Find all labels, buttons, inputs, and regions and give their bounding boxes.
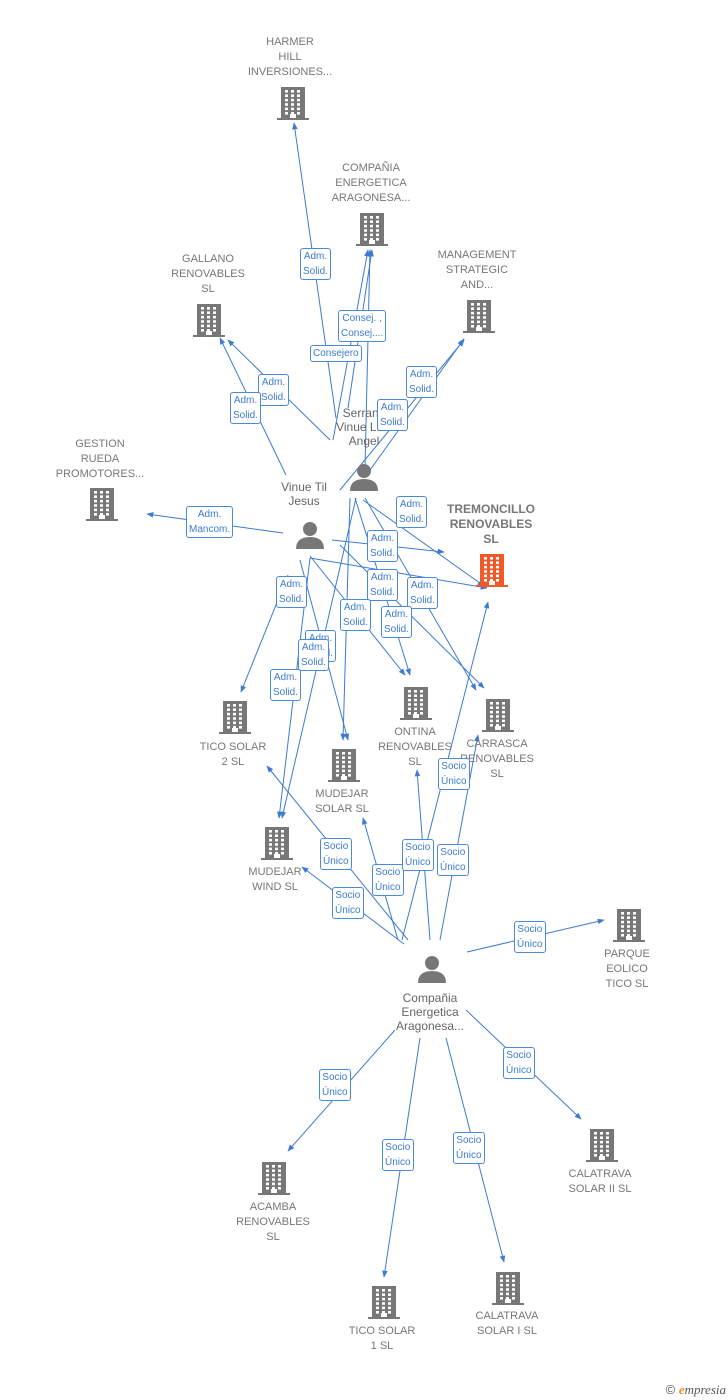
footer-brand: © empresia [666, 1382, 726, 1398]
building-icon[interactable] [356, 213, 388, 246]
person-icon[interactable] [418, 956, 446, 983]
role-badge: Socio Único [382, 1139, 414, 1171]
company-label-parque[interactable]: PARQUE EOLICO TICO SL [604, 948, 650, 990]
role-badge: Adm. Solid. [230, 392, 262, 424]
building-icon[interactable] [261, 827, 293, 860]
role-badge: Socio Único [503, 1047, 535, 1079]
person-icon[interactable] [296, 522, 324, 549]
relationship-edge [309, 557, 488, 590]
role-badge: Socio Único [332, 887, 364, 919]
role-badge: Consej. , Consej.... [338, 310, 387, 342]
role-badge: Adm. Solid. [300, 248, 332, 280]
relationship-edge [439, 734, 480, 941]
role-badge: Socio Único [319, 1069, 351, 1101]
relationship-edge [364, 249, 373, 469]
building-icon[interactable] [219, 701, 251, 734]
brand-logo: empresia [678, 1382, 726, 1397]
building-icon[interactable] [328, 749, 360, 782]
company-label-gallano[interactable]: GALLANO RENOVABLES SL [171, 253, 245, 295]
company-label-carrasca[interactable]: CARRASCA RENOVABLES SL [460, 738, 534, 780]
role-badge: Socio Único [372, 864, 404, 896]
role-badge: Socio Único [514, 921, 546, 953]
company-label-gestion[interactable]: GESTION RUEDA PROMOTORES... [55, 438, 145, 480]
building-icon[interactable] [476, 554, 508, 587]
role-badge: Adm. Solid. [340, 599, 372, 631]
copyright-symbol: © [665, 1382, 676, 1397]
role-badge: Socio Único [438, 758, 470, 790]
building-icon[interactable] [613, 909, 645, 942]
role-badge: Adm. Solid. [406, 366, 438, 398]
building-icon[interactable] [258, 1162, 290, 1195]
person-label-serrano[interactable]: Serrano Vinue Luis Angel [336, 406, 392, 448]
role-badge: Adm. Solid. [407, 577, 439, 609]
role-badge: Adm. Solid. [381, 606, 413, 638]
building-icon[interactable] [193, 304, 225, 337]
role-badge: Socio Único [453, 1132, 485, 1164]
role-badge: Adm. Mancom. [186, 506, 234, 538]
building-icon[interactable] [463, 300, 495, 333]
building-icon[interactable] [277, 87, 309, 120]
company-label-compania-top[interactable]: COMPAÑIA ENERGETICA ARAGONESA... [331, 162, 411, 204]
role-badge: Socio Único [437, 844, 469, 876]
role-badge: Adm. Solid. [298, 639, 330, 671]
company-label-tico1[interactable]: TICO SOLAR 1 SL [348, 1325, 416, 1352]
company-label-calatrava2[interactable]: CALATRAVA SOLAR II SL [568, 1168, 632, 1195]
building-icon[interactable] [400, 687, 432, 720]
relationship-edge [362, 499, 485, 587]
building-icon[interactable] [482, 699, 514, 732]
role-badge: Socio Único [402, 839, 434, 871]
relationship-edge [369, 338, 465, 471]
company-label-mudejar-solar[interactable]: MUDEJAR SOLAR SL [315, 788, 369, 815]
company-label-tico2[interactable]: TICO SOLAR 2 SL [199, 741, 267, 768]
role-badge: Socio Único [320, 838, 352, 870]
company-label-mudejar-wind[interactable]: MUDEJAR WIND SL [248, 866, 302, 893]
person-label-vinue[interactable]: Vinue Til Jesus [281, 480, 327, 508]
role-badge: Adm. Solid. [367, 569, 399, 601]
company-label-calatrava1[interactable]: CALATRAVA SOLAR I SL [475, 1310, 539, 1337]
company-label-tremoncillo[interactable]: TREMONCILLO RENOVABLES SL [447, 502, 535, 546]
role-badge: Adm. Solid. [396, 496, 428, 528]
role-badge: Adm. Solid. [258, 374, 290, 406]
company-label-acamba[interactable]: ACAMBA RENOVABLES SL [236, 1201, 310, 1243]
building-icon[interactable] [586, 1129, 618, 1162]
person-icon[interactable] [350, 464, 378, 491]
company-label-ontina[interactable]: ONTINA RENOVABLES SL [378, 726, 452, 768]
role-badge: Adm. Solid. [276, 576, 308, 608]
role-badge: Adm. Solid. [367, 530, 399, 562]
company-label-management[interactable]: MANAGEMENT STRATEGIC AND... [437, 249, 517, 291]
role-badge: Adm. Solid. [270, 669, 302, 701]
person-label-compania-p[interactable]: Compañia Energetica Aragonesa... [395, 991, 465, 1033]
company-label-harmer[interactable]: HARMER HILL INVERSIONES... [247, 36, 333, 78]
building-icon[interactable] [492, 1272, 524, 1305]
building-icon[interactable] [86, 488, 118, 521]
role-badge: Consejero [310, 345, 362, 362]
building-icon[interactable] [368, 1286, 400, 1319]
role-badge: Adm. Solid. [377, 399, 409, 431]
